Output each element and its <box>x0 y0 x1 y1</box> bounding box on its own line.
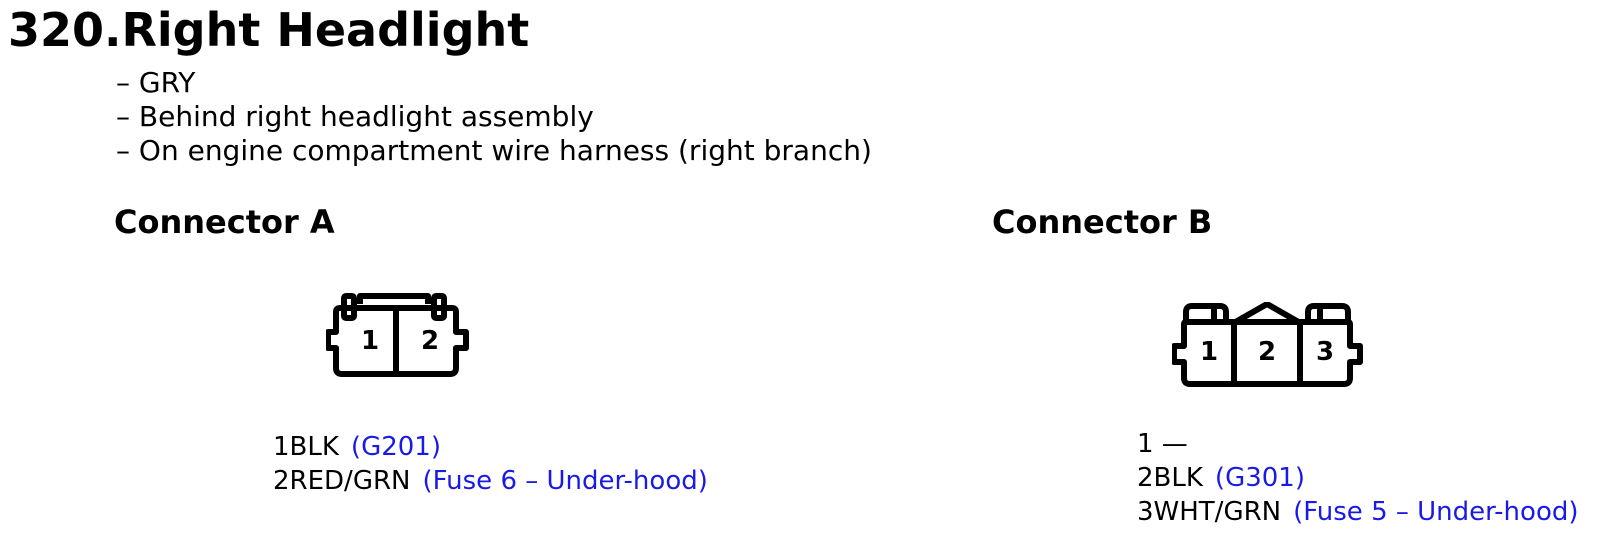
pin-destination-link[interactable]: (G201) <box>350 432 441 462</box>
connector-b-latch-right <box>1305 303 1351 322</box>
connector-b-diagram: 1 2 3 <box>1172 302 1363 387</box>
connector-location-note: – Behind right headlight assembly <box>116 100 594 133</box>
connector-a-pin-2-row: 2RED/GRN (Fuse 6 – Under-hood) <box>273 464 708 498</box>
connector-b-pin-3-label: 3 <box>1316 337 1334 367</box>
connector-b-pin-2-row: 2BLK (G301) <box>1137 461 1579 495</box>
connector-color-note: – GRY <box>116 66 196 99</box>
connector-harness-note: – On engine compartment wire harness (ri… <box>116 134 872 167</box>
connector-b-heading: Connector B <box>992 203 1213 241</box>
connector-a-lock-tab <box>357 293 431 304</box>
connector-a-pin-1-label: 1 <box>361 326 379 356</box>
connector-info-list: – GRY – Behind right headlight assembly … <box>116 66 872 168</box>
connector-b-key-peak <box>1230 302 1304 327</box>
connector-a-pin-2-label: 2 <box>421 326 439 356</box>
pin-destination-link[interactable]: (G301) <box>1214 463 1305 493</box>
connector-b-latch-left <box>1183 303 1229 322</box>
connector-a-diagram: 1 2 <box>326 293 469 377</box>
connector-b-pin-3-row: 3WHT/GRN (Fuse 5 – Under-hood) <box>1137 495 1579 529</box>
connector-b-pinout: 1 — 2BLK (G301) 3WHT/GRN (Fuse 5 – Under-h… <box>1137 427 1579 529</box>
pin-wire-label: 3WHT/GRN <box>1137 497 1282 527</box>
connector-b-pin-2-label: 2 <box>1258 337 1276 367</box>
connector-a-pinout: 1BLK (G201) 2RED/GRN (Fuse 6 – Under-hood) <box>273 430 708 498</box>
connector-b-housing <box>1172 319 1363 387</box>
pin-destination-link[interactable]: (Fuse 6 – Under-hood) <box>422 466 708 496</box>
page-title: 320.Right Headlight <box>8 3 530 57</box>
pin-wire-label: 1BLK <box>273 432 339 462</box>
connector-a-housing <box>326 305 469 377</box>
pin-wire-label: 2RED/GRN <box>273 466 411 496</box>
connector-b-pin-1-row: 1 — <box>1137 427 1579 461</box>
pin-wire-label: 2BLK <box>1137 463 1203 493</box>
pin-destination-link[interactable]: (Fuse 5 – Under-hood) <box>1293 497 1579 527</box>
connector-a-pin-1-row: 1BLK (G201) <box>273 430 708 464</box>
connector-a-heading: Connector A <box>114 203 335 241</box>
pin-wire-label: 1 — <box>1137 429 1188 459</box>
connector-b-pin-1-label: 1 <box>1200 337 1218 367</box>
